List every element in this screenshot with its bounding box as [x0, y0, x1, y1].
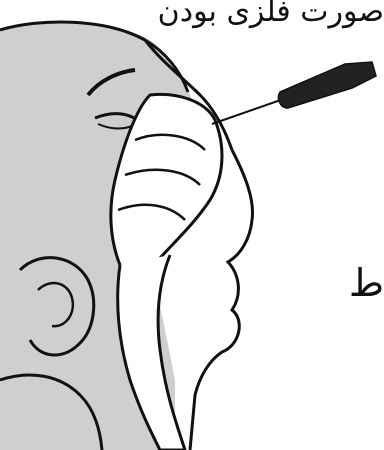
spray-nozzle — [278, 62, 376, 108]
